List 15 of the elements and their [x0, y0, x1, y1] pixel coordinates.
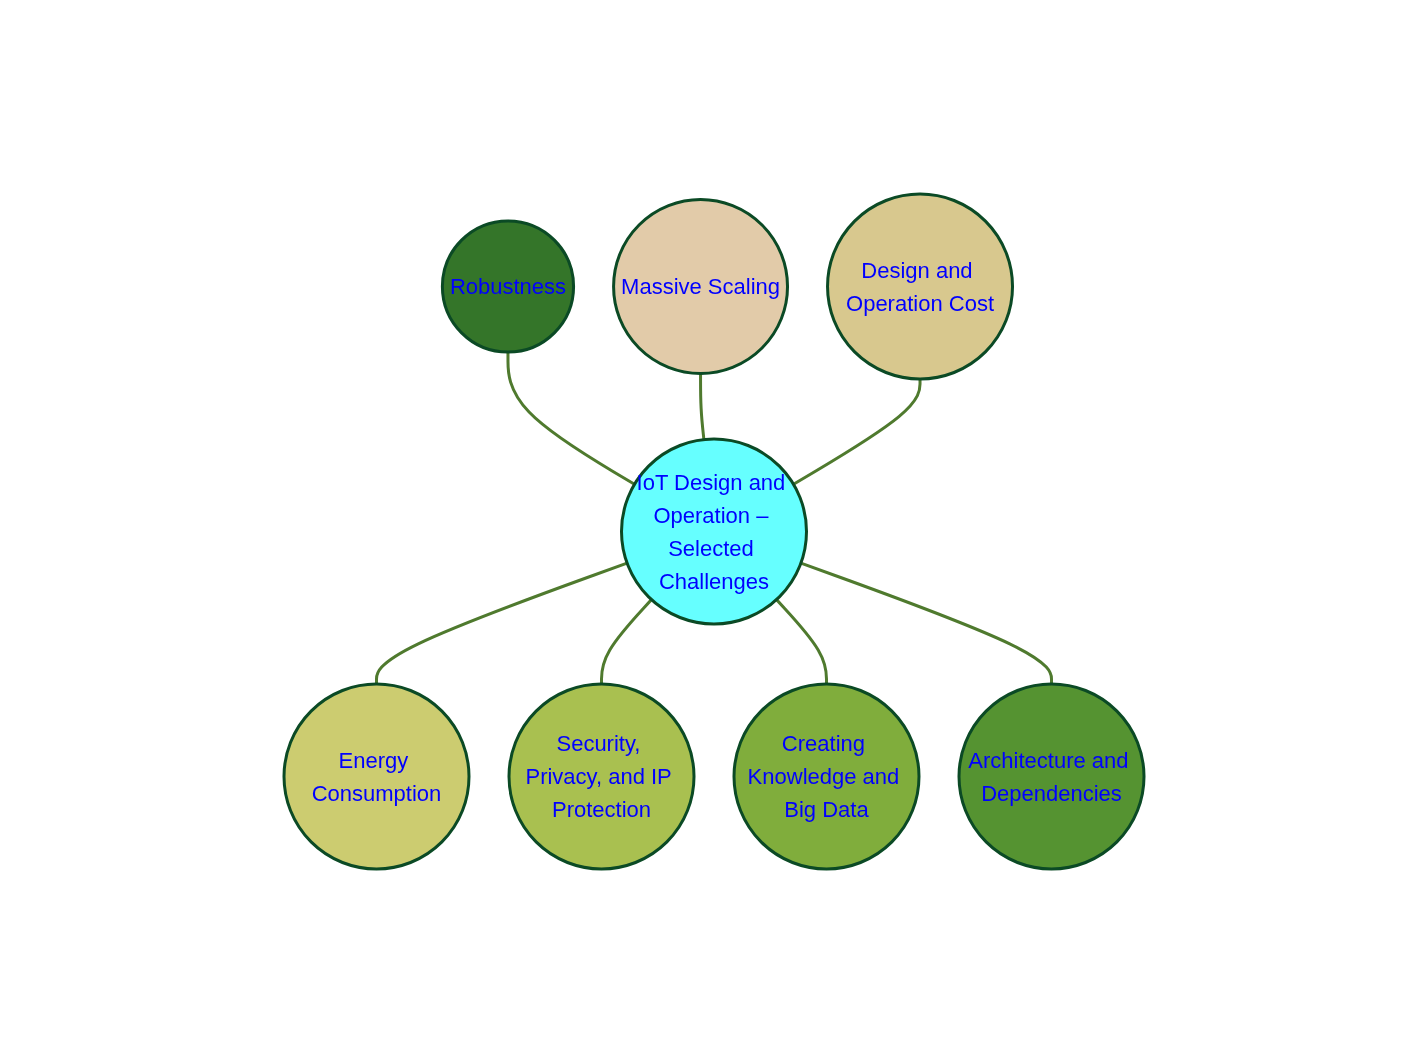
node-circle: Energy Consumption [282, 682, 471, 870]
connector [600, 598, 653, 684]
node-circle: IoT Design and Operation – Selected Challenges [620, 437, 808, 625]
node-circle: Architecture and Dependencies [957, 682, 1146, 870]
connector [775, 598, 828, 684]
node-circle: Massive Scaling [612, 197, 789, 375]
node-circle: Robustness [440, 218, 576, 354]
connector [792, 378, 922, 485]
node-circle: Security, Privacy, and IP Protection [507, 682, 696, 870]
node-circle: Creating Knowledge and Big Data [732, 682, 921, 870]
node-circle: Design and Operation Cost [826, 192, 1014, 380]
connector [375, 561, 628, 684]
connector [699, 373, 706, 440]
connector [800, 561, 1053, 684]
connector [506, 351, 636, 485]
